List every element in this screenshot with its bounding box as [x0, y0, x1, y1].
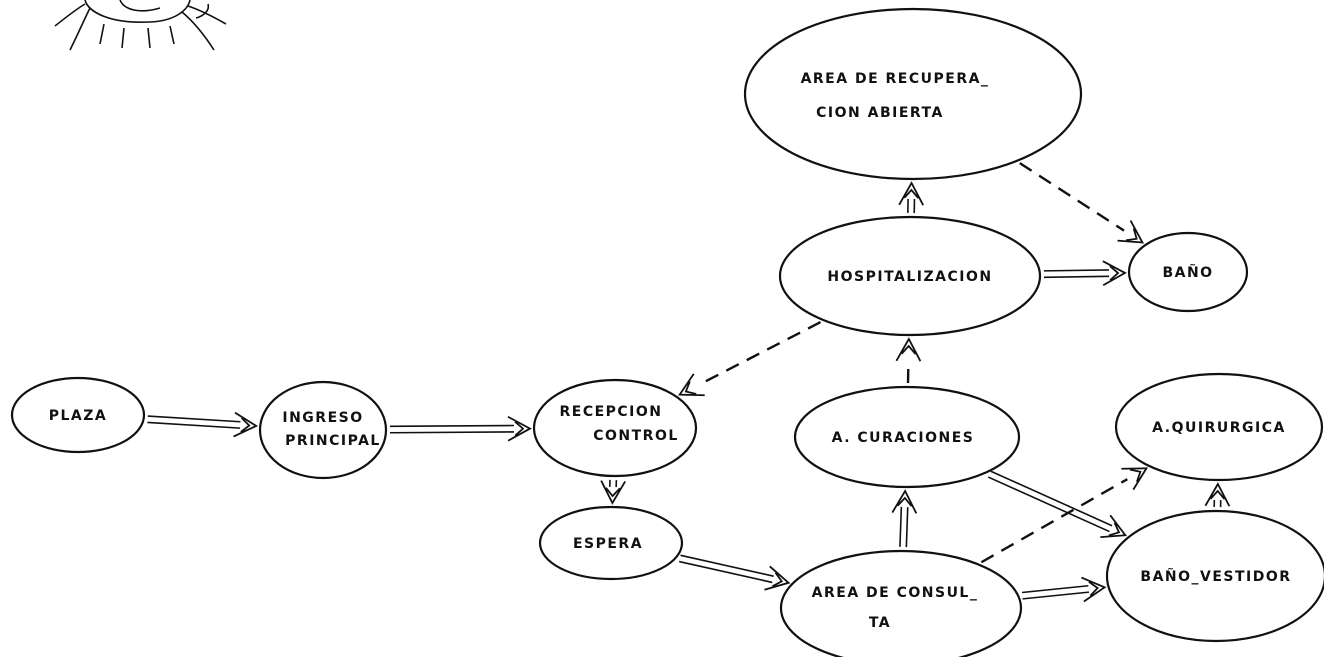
node-espera: ESPERA — [538, 505, 684, 581]
node-label: HOSPITALIZACION — [827, 269, 992, 285]
corner-sketch — [54, 0, 227, 51]
node-label: CONTROL — [593, 428, 679, 444]
node-recuperacion: AREA DE RECUPERA_ CION ABIERTA — [743, 7, 1083, 181]
node-ellipse — [10, 376, 146, 454]
nodes-layer: PLAZA INGRESO PRINCIPAL RECEPCION CONTROL ESP… — [10, 7, 1324, 657]
node-quirurgica: A.QUIRURGICA — [1114, 372, 1324, 482]
node-label: AREA DE RECUPERA_ — [801, 71, 990, 87]
node-label: A.QUIRURGICA — [1152, 420, 1286, 436]
node-label: BAÑO_VESTIDOR — [1140, 568, 1291, 585]
connector-hospitalizacion-to-recuperacion — [898, 181, 924, 214]
node-ellipse — [1127, 231, 1249, 313]
connector-hospitalizacion-to-bano — [1043, 260, 1127, 287]
node-ellipse — [779, 549, 1023, 657]
node-curaciones: A. CURACIONES — [793, 385, 1021, 489]
connector-hospitalizacion-to-recepcion — [678, 321, 822, 397]
connector-curaciones-to-hospitalizacion — [895, 337, 922, 384]
node-plaza: PLAZA — [10, 376, 146, 454]
node-recepcion: RECEPCION CONTROL — [532, 378, 698, 478]
node-label: BAÑO — [1162, 264, 1213, 281]
node-label: A. CURACIONES — [832, 430, 975, 446]
connector-consulta-to-curaciones — [891, 489, 918, 548]
node-consulta: AREA DE CONSUL_ TA — [779, 549, 1023, 657]
connector-recuperacion-to-bano — [1019, 162, 1145, 244]
node-label: PRINCIPAL — [285, 433, 381, 449]
node-ellipse — [1105, 509, 1324, 643]
node-ellipse — [532, 378, 698, 478]
node-ellipse — [793, 385, 1021, 489]
node-label: INGRESO — [282, 410, 363, 426]
connector-ingreso-to-recepcion — [389, 415, 532, 442]
node-bano-vestidor: BAÑO_VESTIDOR — [1105, 509, 1324, 643]
connector-consulta-to-bano-vestidor — [1021, 576, 1107, 603]
node-label: RECEPCION — [559, 404, 662, 420]
node-ellipse — [743, 7, 1083, 181]
connector-consulta-to-quirurgica — [980, 467, 1149, 564]
node-ellipse — [778, 215, 1042, 337]
node-label: CION ABIERTA — [816, 105, 944, 121]
node-label: ESPERA — [573, 536, 643, 552]
node-label: PLAZA — [49, 408, 108, 424]
node-label: AREA DE CONSUL_ — [812, 585, 979, 601]
node-ellipse — [258, 380, 388, 480]
node-ingreso: INGRESO PRINCIPAL — [258, 380, 388, 480]
node-ellipse — [1114, 372, 1324, 482]
node-label: TA — [869, 615, 891, 631]
connector-espera-to-consulta — [678, 554, 791, 591]
connector-recepcion-to-espera — [600, 479, 626, 505]
node-ellipse — [538, 505, 684, 581]
connector-bano-vestidor-to-quirurgica — [1204, 482, 1231, 508]
node-hospitalizacion: HOSPITALIZACION — [778, 215, 1042, 337]
connector-plaza-to-ingreso — [147, 411, 259, 438]
node-bano: BAÑO — [1127, 231, 1249, 313]
connections-layer — [147, 162, 1231, 603]
connector-curaciones-to-bano-vestidor — [987, 470, 1128, 539]
